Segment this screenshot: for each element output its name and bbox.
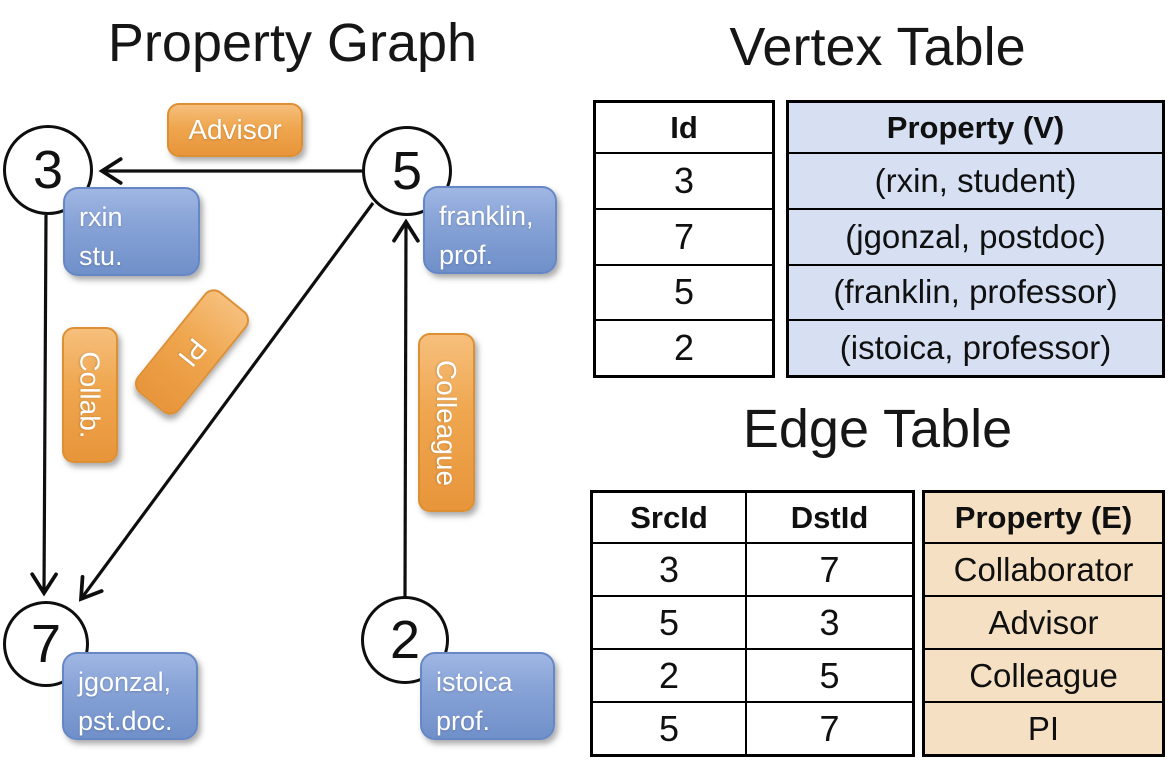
table-cell: (jgonzal, postdoc) (789, 207, 1162, 264)
vertex-property-line: prof. (436, 706, 491, 737)
edge-label-colleague: Colleague (418, 333, 475, 512)
table-cell: (franklin, professor) (789, 263, 1162, 320)
table-cell: 5 (596, 263, 772, 320)
column-header: Id (670, 109, 698, 145)
vertex-id-label: 3 (32, 140, 64, 200)
table-cell: 3 (747, 595, 912, 648)
column-header: Property (E) (925, 493, 1162, 542)
table-cell: 3 (596, 152, 772, 208)
edge-table: SrcId 3 5 2 5 DstId 7 3 5 7 Property (E)… (590, 490, 1165, 757)
vertex-id-label: 7 (30, 614, 62, 674)
edge-label-advisor: Advisor (167, 103, 303, 157)
table-cell: (istoica, professor) (789, 319, 1162, 375)
vertex-table: Id 3 7 5 2 Property (V) (rxin, student) … (593, 100, 1165, 378)
vertex-property-box-istoica: istoica prof. (420, 652, 555, 740)
vertex-property-line: jgonzal, (78, 667, 172, 697)
table-cell: 2 (596, 319, 772, 375)
vertex-property-line: istoica (436, 667, 513, 697)
vertex-id-label: 2 (389, 610, 421, 670)
edge-arrow-3-to-7 (44, 214, 46, 593)
vertex-id-label: 5 (391, 141, 423, 201)
vertex-property-line: stu. (79, 241, 123, 272)
edge-label-text: Collab. (75, 351, 107, 439)
vertex-property-box-jgonzal: jgonzal, pst.doc. (62, 652, 198, 740)
table-cell: 5 (747, 648, 912, 701)
table-cell: Collaborator (925, 542, 1162, 595)
table-cell: Colleague (925, 648, 1162, 701)
vertex-table-property-column: Property (V) (rxin, student) (jgonzal, p… (786, 100, 1165, 378)
graph-edges-layer (0, 0, 585, 760)
table-cell: (rxin, student) (789, 152, 1162, 208)
edge-arrow-2-to-5 (405, 222, 406, 598)
edge-table-srcid-column: SrcId 3 5 2 5 (593, 493, 745, 754)
vertex-property-line: prof. (439, 240, 494, 271)
vertex-property-box-franklin: franklin, prof. (423, 186, 557, 274)
vertex-property-line: pst.doc. (78, 706, 173, 737)
table-cell: 7 (596, 207, 772, 264)
edge-label-text: Colleague (431, 359, 463, 486)
vertex-node-2: 2 (361, 596, 449, 684)
vertex-node-5: 5 (362, 126, 452, 216)
edge-table-title: Edge Table (742, 399, 1013, 459)
edge-table-id-columns: SrcId 3 5 2 5 DstId 7 3 5 7 (590, 490, 915, 757)
vertex-table-title: Vertex Table (729, 17, 1026, 77)
property-graph-title: Property Graph (107, 13, 478, 73)
edge-table-dstid-column: DstId 7 3 5 7 (745, 493, 912, 754)
column-header: Property (V) (789, 103, 1162, 152)
table-cell: 2 (593, 648, 745, 701)
edge-label-text: PI (172, 332, 213, 373)
table-cell: 7 (747, 542, 912, 595)
vertex-property-box-rxin: rxin stu. (63, 187, 200, 276)
vertex-table-id-column: Id 3 7 5 2 (593, 100, 775, 378)
edge-label-text: Advisor (188, 114, 282, 145)
table-cell: PI (925, 701, 1162, 754)
table-cell: 5 (593, 595, 745, 648)
edge-table-property-column: Property (E) Collaborator Advisor Collea… (922, 490, 1165, 757)
vertex-property-line: rxin (79, 202, 123, 232)
column-header: DstId (790, 499, 869, 535)
table-cell: Advisor (925, 595, 1162, 648)
table-cell: 3 (593, 542, 745, 595)
edge-arrow-5-to-7 (81, 202, 375, 599)
edge-label-collab: Collab. (62, 327, 118, 463)
column-header: SrcId (630, 499, 708, 535)
table-cell: 7 (747, 701, 912, 754)
table-cell: 5 (593, 701, 745, 754)
vertex-property-line: franklin, (439, 201, 534, 231)
